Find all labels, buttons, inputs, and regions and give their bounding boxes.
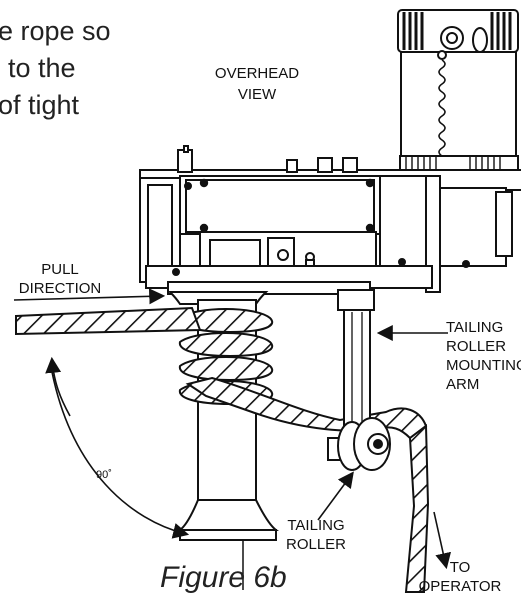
roller-label-line-2: ROLLER: [285, 536, 347, 553]
figure-caption: Figure 6b: [160, 561, 287, 594]
intro-text-line-2: to the: [8, 53, 76, 83]
overhead-label-line-2: VIEW: [237, 86, 277, 103]
operator-arrow: [433, 511, 452, 570]
angle-arc: [51, 371, 190, 539]
arm-label-line-1: TAILING: [446, 319, 504, 336]
intro-text-line-1: e rope so: [0, 16, 111, 46]
motor: [397, 9, 519, 175]
roller-label-line-1: TAILING: [287, 517, 345, 534]
arm-label-line-3: MOUNTING: [446, 357, 521, 374]
tailing-roller-label: TAILING ROLLER: [276, 518, 356, 552]
intro-text-line-3: of tight: [0, 90, 80, 120]
overhead-label-line-1: OVERHEAD: [214, 65, 300, 82]
operator-label-line-2: OPERATOR: [418, 578, 502, 595]
tailing-roller-mounting-arm-label: TAILING ROLLER MOUNTING ARM: [446, 320, 521, 392]
overhead-view-label: OVERHEAD VIEW: [209, 66, 305, 102]
pull-label-line-2: DIRECTION: [18, 280, 102, 297]
tailing-roller-leader: [317, 471, 354, 521]
arm-label-line-4: ARM: [446, 376, 480, 393]
angle-label: 90˚: [96, 469, 112, 481]
incoming-rope: [15, 306, 202, 336]
tailing-roller: [337, 417, 391, 471]
winch-body: [139, 145, 521, 295]
operator-label-line-1: TO: [449, 559, 471, 576]
rope-to-operator: [404, 424, 430, 593]
pull-direction-arrow: [13, 288, 166, 305]
arm-label-line-2: ROLLER: [446, 338, 507, 355]
pull-label-line-1: PULL: [41, 261, 79, 278]
pull-direction-label: PULL DIRECTION: [4, 262, 116, 296]
to-operator-label: TO OPERATOR: [412, 560, 508, 594]
